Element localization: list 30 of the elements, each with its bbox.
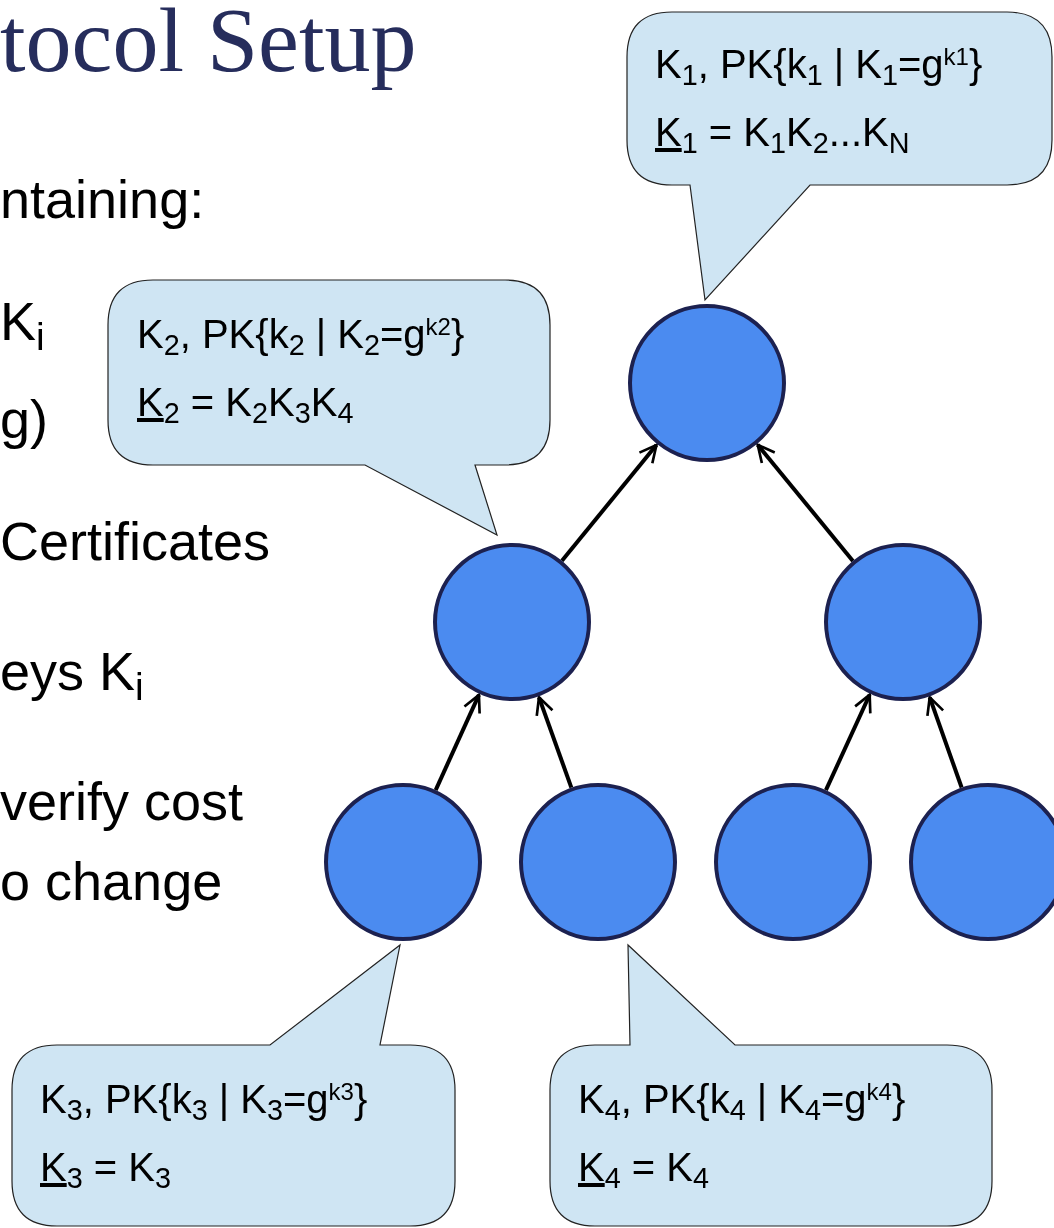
arrow xyxy=(756,443,855,563)
proof-formula: K$_{4}$, PK{k$_{4}$ | K$_{4}$=g$^{k4}$} xyxy=(578,1076,906,1123)
bullet-text: K$_{i}$ xyxy=(0,292,45,352)
arrow xyxy=(535,696,574,789)
arrow xyxy=(560,443,658,563)
arrow xyxy=(824,693,872,791)
speech-bubble xyxy=(548,943,994,1228)
tree-node-circle xyxy=(823,542,983,702)
bullet-text: verify cost xyxy=(0,772,244,832)
proof-formula: K$_{3}$, PK{k$_{3}$ | K$_{3}$=g$^{k3}$} xyxy=(40,1076,368,1123)
key-product-formula: K$_{3}$ = K$_{3}$ xyxy=(40,1144,171,1191)
arrow xyxy=(433,693,481,791)
proof-formula: K$_{2}$, PK{k$_{2}$ | K$_{2}$=g$^{k2}$} xyxy=(137,311,465,358)
key-product-formula: K$_{1}$ = K$_{1}$K$_{2}$...K$_{N}$ xyxy=(655,109,910,156)
bullet-text: Certificates xyxy=(0,512,271,572)
arrow xyxy=(926,696,964,789)
bullet-text: ntaining: xyxy=(0,170,205,230)
tree-node-circle xyxy=(432,542,592,702)
bullet-text: g) xyxy=(0,390,48,450)
bullet-text: o change xyxy=(0,852,223,912)
tree-node-circle xyxy=(713,782,873,942)
proof-formula: K$_{1}$, PK{k$_{1}$ | K$_{1}$=g$^{k1}$} xyxy=(655,41,983,88)
key-product-formula: K$_{4}$ = K$_{4}$ xyxy=(578,1144,709,1191)
key-product-formula: K$_{2}$ = K$_{2}$K$_{3}$K$_{4}$ xyxy=(137,379,354,426)
tree-node-circle xyxy=(323,782,483,942)
speech-bubble xyxy=(625,10,1054,302)
speech-bubble xyxy=(10,943,457,1228)
bullet-text: eys K$_{i}$ xyxy=(0,642,144,702)
tree-node-circle xyxy=(518,782,678,942)
tree-node-circle xyxy=(627,303,787,463)
